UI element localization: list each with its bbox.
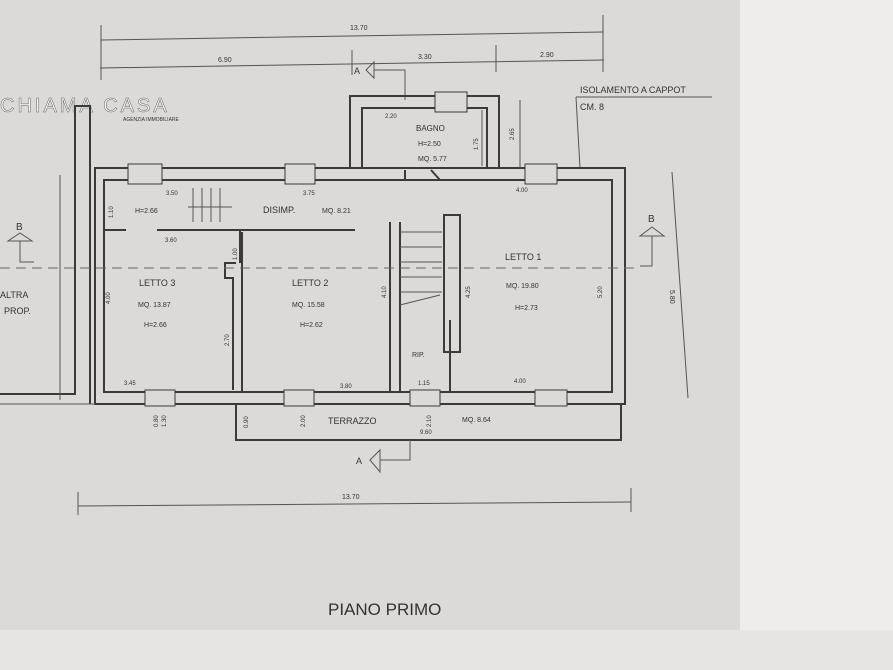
room-height: H=2.62 [300, 322, 323, 329]
room-area: MQ. 19.80 [506, 283, 539, 290]
room-dimension: 4.00 [516, 188, 528, 194]
room-disimp: DISIMP. MQ. 8.21 H=2.66 3.50 3.75 3.60 1… [109, 191, 351, 260]
room-dimension: 2.20 [385, 114, 397, 120]
room-dimension: 3.75 [303, 191, 315, 197]
room-name: RIP. [412, 352, 425, 359]
room-name: BAGNO [416, 124, 445, 133]
room-dimension: 3.45 [124, 381, 136, 387]
room-height: H=2.50 [418, 141, 441, 148]
room-dimension: 2.70 [225, 334, 231, 346]
room-letto-3: LETTO 3 MQ. 13.87 H=2.66 3.45 4.00 2.70 [106, 278, 231, 387]
room-dimension: 2.65 [510, 128, 516, 140]
room-dimension: 4.25 [466, 286, 472, 298]
room-dimension: 4.00 [106, 292, 112, 304]
section-arrow-icon [6, 232, 34, 263]
plan-title: PIANO PRIMO [328, 600, 441, 619]
window-height: 1.30 [162, 415, 168, 427]
dim-total-top: 13.70 [350, 25, 368, 32]
room-ripostiglio: RIP. 1.15 [412, 352, 430, 387]
room-letto-2: LETTO 2 MQ. 15.58 H=2.62 3.80 4.10 [292, 278, 388, 390]
room-dimension: 3.50 [166, 191, 178, 197]
neighbor-label-1: ALTRA [0, 290, 28, 300]
dim-seg2: 3.30 [418, 54, 432, 61]
room-dimension: 9.60 [420, 430, 432, 436]
window-height: 2.10 [427, 415, 433, 427]
room-height: H=2.73 [515, 305, 538, 312]
room-area: MQ. 8.64 [462, 417, 491, 424]
room-name: LETTO 2 [292, 278, 328, 288]
section-a-top: A [354, 66, 360, 76]
room-area: MQ. 13.87 [138, 302, 171, 309]
bottom-dimension-line [77, 488, 632, 515]
room-height: H=2.66 [144, 322, 167, 329]
room-area: MQ. 5.77 [418, 156, 447, 163]
room-name: LETTO 3 [139, 278, 175, 288]
room-dimension: 1.00 [233, 248, 239, 260]
section-arrow-icon [365, 60, 406, 100]
room-dimension: 1.75 [474, 138, 480, 150]
section-arrow-icon [638, 226, 666, 267]
note-insulation: ISOLAMENTO A CAPPOT [580, 85, 686, 95]
neighbor-label-2: PROP. [4, 306, 31, 316]
window-width: 0.80 [154, 415, 160, 427]
section-arrow-icon [369, 440, 411, 474]
room-area: MQ. 15.58 [292, 302, 325, 309]
window-height: 2.00 [301, 415, 307, 427]
room-dimension: 1.10 [109, 206, 115, 218]
room-dimension: 3.60 [165, 238, 177, 244]
watermark-tagline: AGENZIA IMMOBILIARE [123, 117, 180, 123]
section-b-right: B [648, 214, 655, 225]
room-letto-1: LETTO 1 MQ. 19.80 H=2.73 4.00 4.00 5.20 … [466, 188, 604, 385]
section-b-left: B [16, 222, 23, 233]
room-dimension: 4.00 [514, 379, 526, 385]
dim-total-bottom: 13.70 [342, 494, 360, 501]
walls [0, 91, 640, 441]
dim-side: 5.80 [668, 290, 675, 304]
room-height: H=2.66 [135, 208, 158, 215]
note-thickness: CM. 8 [580, 102, 604, 112]
room-dimension: 4.10 [382, 286, 388, 298]
room-name: LETTO 1 [505, 252, 541, 262]
room-dimension: 3.80 [340, 384, 352, 390]
room-area: MQ. 8.21 [322, 208, 351, 215]
dim-seg3: 2.90 [540, 52, 554, 59]
room-name: DISIMP. [263, 205, 295, 215]
top-dimension-lines [99, 15, 605, 80]
dim-seg1: 6.90 [218, 57, 232, 64]
window-dimensions: 0.80 1.30 2.00 2.10 [154, 415, 433, 427]
section-a-bottom: A [356, 456, 362, 466]
room-dimension: 5.20 [598, 286, 604, 298]
room-bagno: BAGNO H=2.50 MQ. 5.77 2.20 1.75 2.65 [385, 114, 516, 163]
room-dimension: 0.90 [244, 416, 250, 428]
terrazzo: TERRAZZO MQ. 8.64 9.60 0.90 [244, 416, 491, 436]
room-dimension: 1.15 [418, 381, 430, 387]
room-name: TERRAZZO [328, 416, 377, 426]
